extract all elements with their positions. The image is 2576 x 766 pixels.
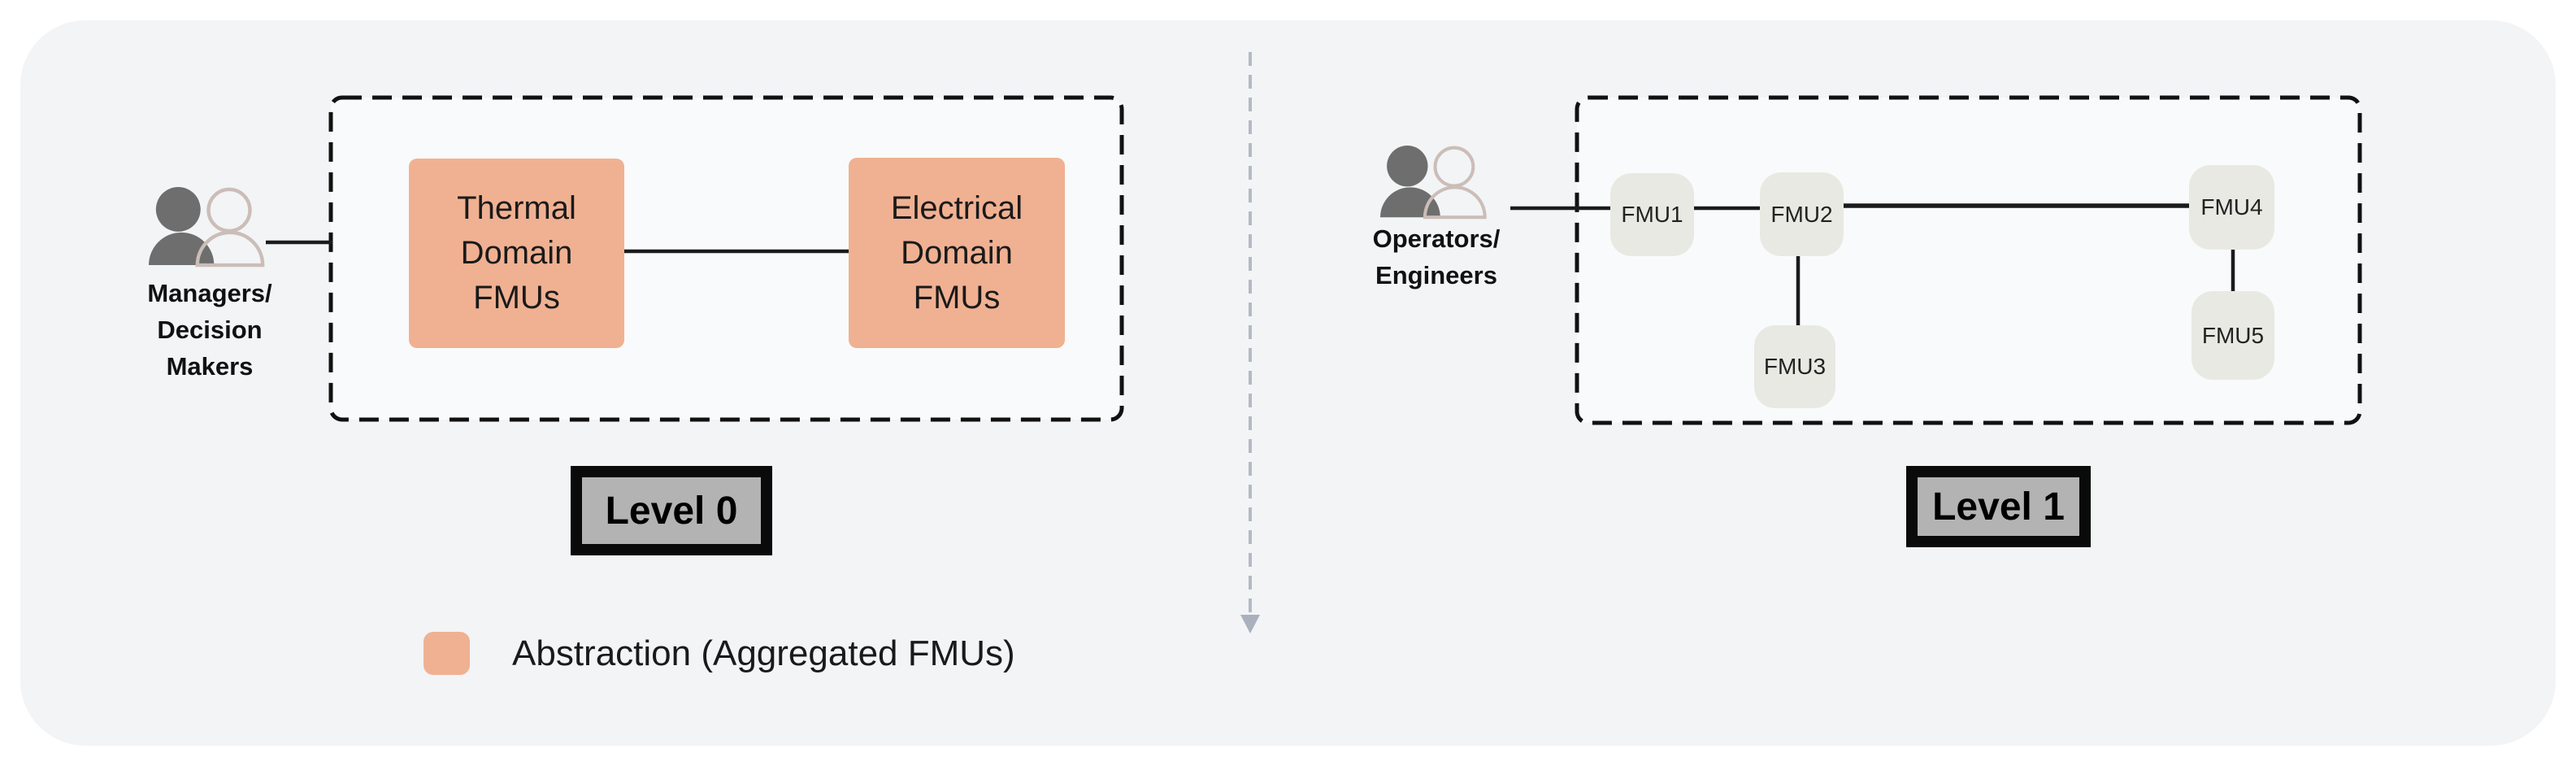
person-outline-head	[206, 187, 252, 233]
thermal-domain-fmus-box: Thermal Domain FMUs	[409, 159, 624, 348]
managers-label-line3: Makers	[166, 352, 254, 381]
fmu1-label: FMU1	[1621, 202, 1683, 227]
level0-label: Level 0	[571, 466, 772, 555]
operators-label: Operators/ Engineers	[1331, 220, 1542, 294]
person-dark-body	[1380, 187, 1440, 218]
thermal-box-line2: Domain	[460, 235, 573, 271]
managers-label-line2: Decision	[157, 316, 263, 344]
legend: Abstraction (Aggregated FMUs)	[424, 632, 1015, 675]
fmu3-label: FMU3	[1763, 354, 1827, 379]
person-dark-head	[1387, 146, 1428, 187]
fmu4-node: FMU4	[2189, 165, 2274, 250]
operators-label-line2: Engineers	[1375, 261, 1497, 289]
managers-people-icon	[149, 185, 268, 272]
managers-label-line1: Managers/	[147, 279, 272, 307]
electrical-domain-fmus-box: Electrical Domain FMUs	[849, 158, 1065, 348]
fmu2-label: FMU2	[1770, 201, 1833, 227]
fmu5-node: FMU5	[2192, 291, 2274, 380]
managers-label: Managers/ Decision Makers	[104, 275, 315, 385]
operators-people-icon	[1380, 144, 1490, 224]
fmu4-label: FMU4	[2200, 194, 2263, 220]
person-dark-head	[155, 187, 201, 232]
operators-label-line1: Operators/	[1372, 224, 1501, 253]
level0-label-text: Level 0	[605, 489, 738, 533]
legend-abstraction-label: Abstraction (Aggregated FMUs)	[512, 633, 1015, 673]
electrical-box-line2: Domain	[901, 234, 1013, 271]
fmu5-label: FMU5	[2201, 322, 2265, 348]
person-outline-body	[195, 230, 265, 268]
person-outline-body	[1423, 185, 1487, 220]
person-outline-head	[1433, 146, 1475, 188]
fmu1-node: FMU1	[1610, 173, 1694, 256]
person-dark-body	[149, 232, 215, 266]
divider-arrow-icon	[1240, 615, 1260, 633]
electrical-box-line1: Electrical	[890, 189, 1023, 226]
electrical-box-line3: FMUs	[913, 279, 1001, 316]
fmu3-node: FMU3	[1754, 325, 1835, 408]
level1-label: Level 1	[1906, 466, 2091, 547]
fmu2-node: FMU2	[1760, 172, 1844, 256]
legend-abstraction-swatch	[424, 632, 470, 675]
level1-label-text: Level 1	[1932, 485, 2065, 529]
thermal-box-line1: Thermal	[457, 190, 576, 226]
thermal-box-line3: FMUs	[473, 280, 560, 316]
